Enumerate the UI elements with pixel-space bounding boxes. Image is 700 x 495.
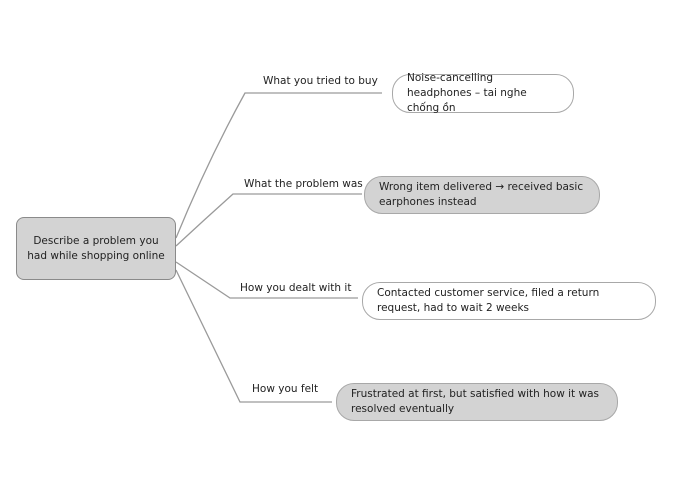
detail-box-feeling: Frustrated at first, but satisfied with … [336, 383, 618, 421]
detail-box-item: Noise-cancelling headphones – tai nghe c… [392, 72, 574, 114]
central-topic: Describe a problem you had while shoppin… [16, 217, 176, 280]
detail-action-text: Contacted customer service, filed a retu… [377, 287, 600, 314]
central-topic-text: Describe a problem you had while shoppin… [27, 234, 165, 262]
branch-label-feeling: How you felt [252, 383, 319, 395]
branch-label-problem: What the problem was [244, 178, 363, 190]
detail-item-text: Noise-cancelling headphones – tai nghe c… [407, 72, 527, 114]
connector-branch-3 [175, 261, 358, 299]
detail-feeling-text: Frustrated at first, but satisfied with … [351, 388, 599, 415]
branch-label-item: What you tried to buy [263, 75, 378, 87]
connector-branch-2 [175, 193, 362, 247]
connector-branch-1 [175, 92, 382, 239]
detail-box-problem: Wrong item delivered → received basic ea… [364, 176, 600, 214]
connector-branch-4 [175, 269, 332, 403]
branch-label-action: How you dealt with it [240, 282, 352, 294]
detail-box-action: Contacted customer service, filed a retu… [362, 282, 656, 320]
detail-problem-text: Wrong item delivered → received basic ea… [379, 181, 584, 208]
